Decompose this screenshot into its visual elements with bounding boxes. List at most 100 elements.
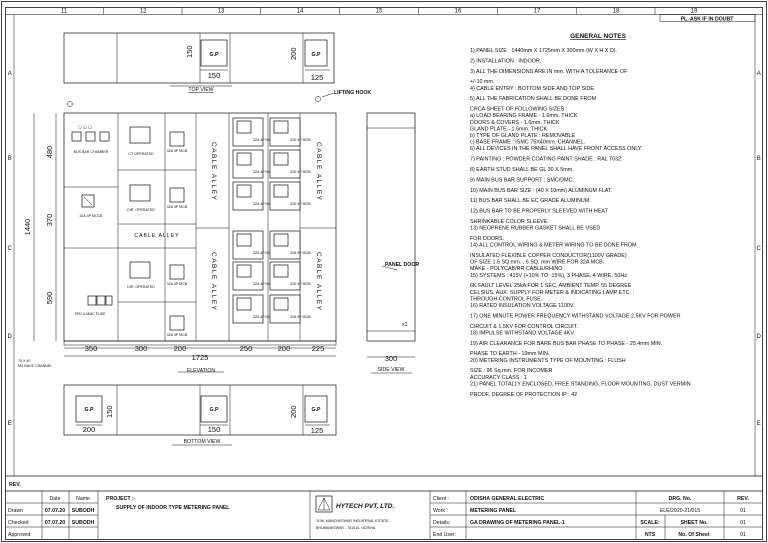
note-line: 5) ALL THE FABRICATION SHALL BE DONE FRO… [470, 96, 597, 102]
dim-bot-200-v: 200 [289, 405, 298, 418]
dim-590: 590 [45, 292, 54, 305]
elevation-title: ELEVATION [187, 368, 216, 374]
note-line: THROUGH CONTROL FUSE. [470, 296, 542, 302]
note-line: 6) ALL DEVICES IN THE PANEL SHALL HAVE F… [470, 146, 642, 152]
details-label: Details: [433, 520, 450, 526]
mcb-icon [169, 264, 185, 280]
dim-top-125: 125 [311, 73, 324, 82]
fuse-icon [87, 295, 97, 306]
side-view-title: SIDE VIEW [378, 367, 405, 373]
meter-icon [273, 152, 289, 166]
meter-icon [236, 297, 252, 311]
note-line: 21) PANEL TOTALLY ENCLOSED, FREE STANDIN… [470, 381, 691, 387]
dim-top-200-v: 200 [289, 47, 298, 60]
x1-label: x1 [402, 322, 408, 328]
drawn-label: Drawn [8, 508, 23, 514]
gland-plate-top-1 [200, 39, 228, 67]
bottom-view: G.P G.P G.P 200 150 150 200 125 BOTTOM V… [63, 384, 337, 446]
sheet-no-label: SHEET No. [680, 520, 708, 526]
rev-value: 01 [740, 508, 746, 514]
sheet-no-value: 01 [740, 520, 746, 526]
dim-bot-150-v: 150 [105, 405, 114, 418]
dim-top-150: 150 [208, 71, 221, 80]
ct-operated-label: CT OPERATED [128, 152, 154, 156]
mcb-label: 32A 4P MCB [167, 149, 188, 153]
company-address-1: 1106, MANCHESWAR INDUSTRIAL ESTATE, [316, 519, 390, 523]
note-line: b) TYPE OF GLAND PLATE : REMOVABLE [470, 133, 576, 139]
bottom-view-title: BOTTOM VIEW [184, 439, 221, 445]
no-of-sheet-value: 01 [740, 532, 746, 538]
corner-note: PL. ASK IF IN DOUBT [681, 16, 735, 22]
cable-alley-v2: CABLE ALLEY [210, 252, 217, 312]
mcb-label: 32A 4P MCB [290, 251, 311, 255]
dim-370: 370 [45, 214, 54, 227]
dim-480: 480 [45, 146, 54, 159]
note-line: 12) BUS BAR TO BE PROPERLY SLEEVED WITH … [470, 209, 609, 215]
dim-bot-125: 125 [311, 426, 324, 435]
corner-note-box [659, 14, 756, 22]
mcb-icon [169, 315, 185, 331]
lifting-hook-label: LIFTING HOOK [334, 90, 371, 96]
note-line: a) LOAD BEARING FRAME - 1.6mm. THICK [470, 113, 578, 119]
inner-border [5, 7, 763, 540]
gp-label: G.P [312, 407, 321, 413]
base-channel-label: 75 X 40 [18, 359, 30, 363]
dim-300: 300 [135, 344, 148, 353]
drg-no-value: ELE/2020-21/015 [660, 508, 700, 514]
work-label: Work : [433, 508, 448, 514]
meter-icon [273, 233, 289, 247]
note-line: 16) RATED INSULATION VOLTAGE 1100V. [470, 303, 574, 309]
note-line: 4) CABLE ENTRY : BOTTOM SIDE AND TOP SID… [470, 86, 596, 92]
row-letter: E [757, 421, 761, 427]
busbar-chamber-label: BUS BAR CHAMBER [74, 150, 109, 154]
note-line: 13) NEOPRENE RUBBER GASKET SHALL BE USED [470, 226, 600, 232]
date-header: Date [50, 496, 61, 502]
scale-label: SCALE: [640, 520, 660, 526]
note-line: +/-10 mm. [470, 79, 494, 85]
note-line: 9) MAIN BUS BAR SUPPORT : SMC/DMC. [470, 177, 574, 183]
enduser-label: End User: [433, 532, 456, 538]
mcb-icon [169, 131, 185, 147]
mcb-label: 32A 4P MCB [253, 202, 274, 206]
column-number: 19 [691, 9, 698, 15]
meter-icon [129, 261, 151, 279]
top-view: G.P G.P 150 150 200 125 TOP VIEW [63, 32, 335, 93]
column-number: 13 [218, 9, 225, 15]
top-view-title: TOP VIEW [188, 87, 213, 93]
note-line: SHRINKABLE COLOR SLEEVE. [470, 219, 549, 225]
dir-operated-label-2: DIR. OPERATED [127, 285, 155, 289]
meter-icon [236, 120, 252, 134]
project-value: SUPPLY OF INDOOR TYPE METERING PANEL [116, 505, 230, 511]
meter-icon [236, 184, 252, 198]
note-line: SIZE : 96 Sq.mm. FOR INCOMER [470, 368, 552, 374]
dim-side-300: 300 [385, 354, 398, 363]
note-line: 10) MAIN BUS BAR SIZE : (40 X 10mm) ALUM… [470, 188, 612, 194]
note-line: 19) AIR CLEARANCE FOR BARE BUS BAR PHASE… [470, 341, 662, 347]
note-line: 2) INSTALLATION : INDOOR. [470, 58, 541, 64]
meter-icon [273, 120, 289, 134]
side-view: PANEL DOOR x1 300 SIDE VIEW [366, 112, 419, 374]
company-logo-icon [315, 495, 333, 513]
row-letter: B [757, 156, 761, 162]
dim-bot-150: 150 [208, 425, 221, 434]
gland-plate-bottom-1 [75, 395, 103, 423]
mcb-label: 32A 4P MCB [290, 202, 311, 206]
gland-plate-top-2 [304, 39, 328, 67]
mcb-label: 32A 4P MCB [290, 170, 311, 174]
column-number: 17 [534, 9, 541, 15]
fuse-icon [105, 295, 113, 306]
mccb-label: 32A 4P MCCB [79, 214, 103, 218]
note-line: 11) BUS BAR SHALL BE EC GRADE ALUMINUM. [470, 198, 591, 204]
mcb-label: 32A 4P MCB [253, 251, 274, 255]
note-line: ACCURACY CLASS : 1 [470, 375, 527, 381]
dim-225: 225 [312, 344, 325, 353]
indicator-lamp-icon [85, 131, 96, 142]
note-line: PHASE TO EARTH - 19mm MIN. [470, 351, 549, 357]
dim-1725: 1725 [192, 353, 209, 362]
note-line: 1) PANEL SIZE : 1440mm X 1725mm X 300mm … [470, 48, 617, 54]
row-letter: D [757, 334, 762, 340]
dir-operated-label: DIR. OPERATED [127, 208, 155, 212]
project-label: PROJECT :- [106, 496, 136, 502]
